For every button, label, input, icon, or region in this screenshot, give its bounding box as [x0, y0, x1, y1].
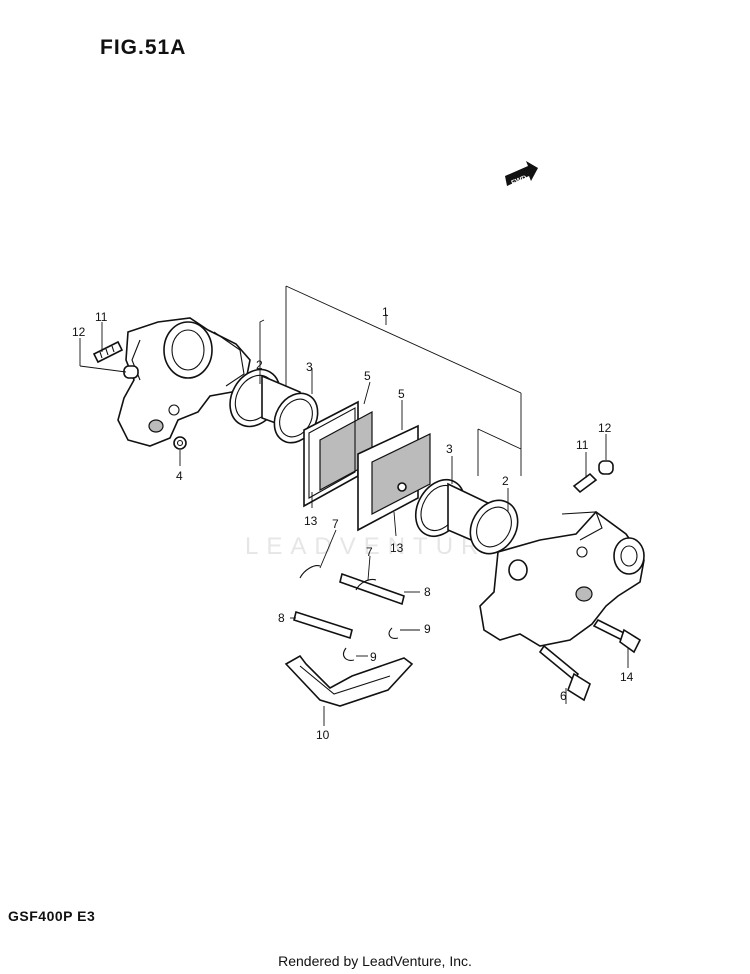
callout-11-right: 11 — [576, 438, 589, 452]
model-code: GSF400P E3 — [8, 908, 96, 924]
bleeder-valve-left — [92, 340, 124, 364]
callout-12-right: 12 — [598, 421, 612, 435]
callout-8-right: 8 — [424, 585, 431, 599]
callout-5-right: 5 — [398, 387, 405, 401]
callout-11-left: 11 — [95, 310, 108, 324]
callout-2-left: 2 — [256, 358, 263, 372]
forward-arrow-icon: FWD — [505, 161, 538, 187]
callout-10: 10 — [316, 728, 330, 742]
figure-title: FIG.51A — [100, 36, 187, 59]
callout-8-left: 8 — [278, 611, 285, 625]
callout-9-upper: 9 — [424, 622, 431, 636]
right-brake-pad — [357, 424, 431, 532]
callout-13-left: 13 — [304, 514, 318, 528]
callout-1: 1 — [382, 305, 389, 319]
callout-6: 6 — [560, 689, 567, 703]
right-piston — [447, 482, 519, 555]
callout-12-left: 12 — [72, 325, 86, 339]
callout-3-left: 3 — [306, 360, 313, 374]
retaining-clip-9 — [343, 627, 399, 661]
callout-5-left: 5 — [364, 369, 371, 383]
bolt-part-6 — [538, 644, 591, 702]
callout-14: 14 — [620, 670, 634, 684]
callout-7-left: 7 — [332, 517, 339, 531]
pad-pin-lower — [293, 610, 353, 640]
callout-7-right: 7 — [366, 545, 373, 559]
bleeder-cap-left — [123, 365, 139, 379]
bleeder-valve-right — [572, 472, 598, 494]
bolt-part-14 — [592, 618, 642, 654]
assembly-bracket — [285, 285, 522, 476]
pin-clip-upper — [299, 565, 377, 591]
leader-lines — [79, 319, 629, 726]
pad-pin-upper — [339, 572, 405, 606]
watermark-text: LEADVENTURE — [245, 533, 511, 560]
right-caliper-body — [479, 510, 645, 647]
callout-9-lower: 9 — [370, 650, 377, 664]
callout-4: 4 — [176, 469, 183, 483]
rendered-by-credit: Rendered by LeadVenture, Inc. — [278, 953, 472, 969]
callout-2-right: 2 — [502, 474, 509, 488]
washer-part-4 — [173, 436, 187, 450]
pad-spring-10 — [284, 654, 414, 707]
bleeder-cap-right — [598, 460, 614, 475]
callout-13-right: 13 — [390, 541, 404, 555]
callout-3-right: 3 — [446, 442, 453, 456]
left-caliper-body — [117, 317, 251, 447]
